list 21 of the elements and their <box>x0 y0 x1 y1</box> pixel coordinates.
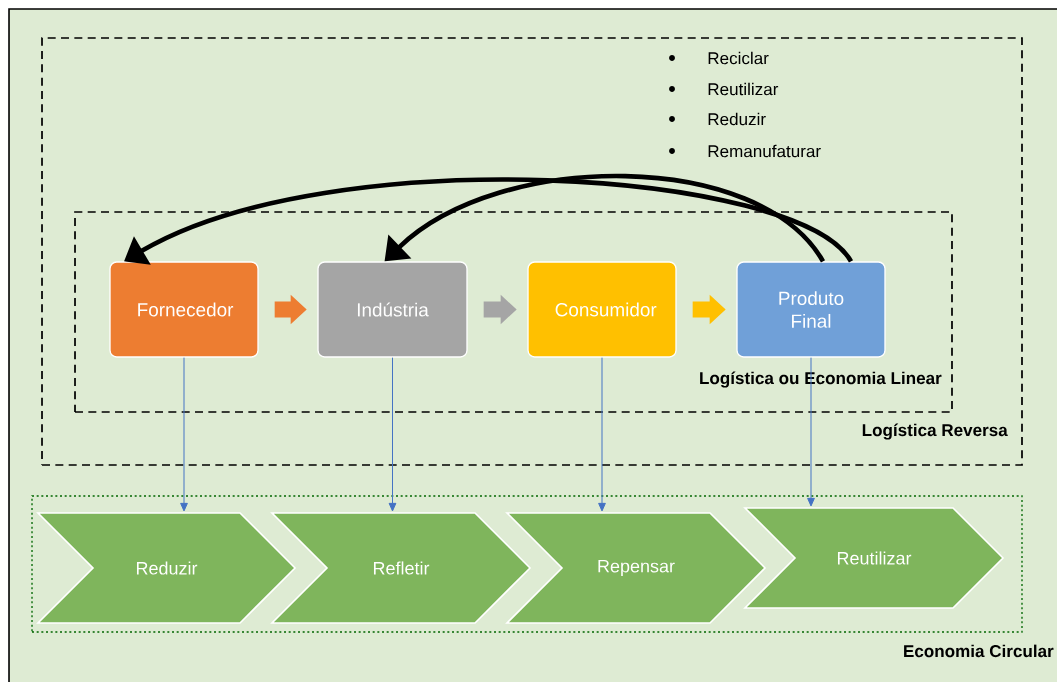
chevron-step: Reduzir <box>36 512 297 624</box>
curved-arrow <box>384 173 825 263</box>
process-box: Fornecedor <box>109 261 259 358</box>
block-arrow <box>274 294 307 325</box>
arrow <box>807 357 815 507</box>
bullet-item: Reduzir <box>669 112 766 126</box>
arrow <box>388 357 397 512</box>
arrow <box>180 357 188 512</box>
bullet-item: Reutilizar <box>669 82 779 96</box>
bullet-item: Reciclar <box>669 51 769 65</box>
chevron-step: Refletir <box>270 512 532 624</box>
bullet-item: Remanufaturar <box>669 144 821 158</box>
block-arrow <box>692 294 726 325</box>
process-box: Produto Final <box>736 261 886 358</box>
arrow <box>598 357 606 512</box>
node-label: Economia Circular <box>904 644 1054 658</box>
block-arrow <box>483 294 517 325</box>
chevron-step: Reutilizar <box>743 507 1005 609</box>
chevron-step: Repensar <box>505 512 767 624</box>
process-box: Consumidor <box>527 261 677 358</box>
process-box: Indústria <box>317 261 468 358</box>
